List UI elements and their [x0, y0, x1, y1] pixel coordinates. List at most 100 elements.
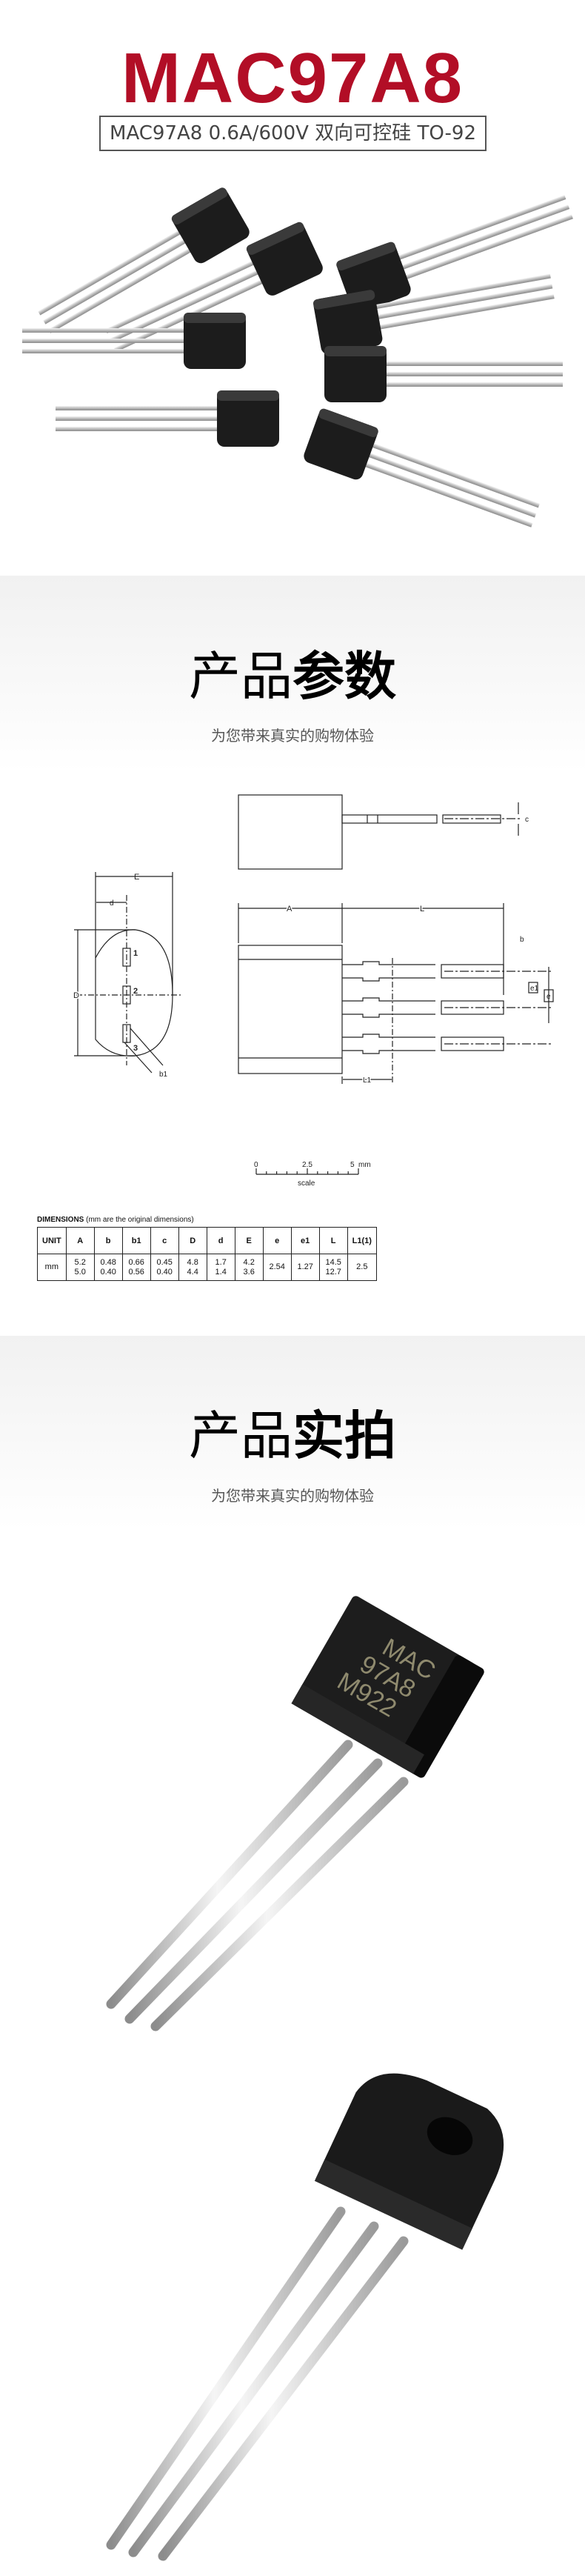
- body: [217, 390, 279, 447]
- side-view-lead: [342, 1034, 435, 1054]
- lead: [38, 215, 207, 316]
- label-b: b: [520, 936, 524, 944]
- photo-section-header: 产品实拍 为您带来真实的购物体验: [0, 1336, 585, 1530]
- caption-bold: DIMENSIONS: [37, 1216, 84, 1224]
- value-cell: 1.27: [290, 1254, 320, 1281]
- lead: [370, 382, 563, 387]
- side-view-body: [238, 945, 343, 1074]
- scale-2-5: 2.5: [302, 1161, 312, 1169]
- column-header: A: [65, 1227, 95, 1254]
- value: 1.4: [215, 1267, 227, 1277]
- column-header: L1(1): [347, 1227, 377, 1254]
- lead: [110, 257, 287, 343]
- lead: [390, 214, 573, 285]
- top-view-lead: [341, 814, 438, 824]
- label-A: A: [287, 905, 292, 913]
- column-header: b1: [121, 1227, 151, 1254]
- side-view-lead: [342, 961, 435, 982]
- label-E: E: [134, 873, 139, 882]
- value: 0.66: [128, 1257, 144, 1267]
- transistor-photo-1: MAC 97A8 M922: [106, 1596, 484, 2031]
- lead: [56, 406, 248, 410]
- title-light: 产品: [189, 646, 292, 707]
- pin-2-label: 2: [133, 987, 138, 996]
- column-header: e1: [290, 1227, 320, 1254]
- body: [184, 313, 246, 369]
- lead: [56, 416, 248, 421]
- value: 12.7: [325, 1267, 341, 1277]
- value: 0.40: [156, 1267, 173, 1277]
- column-header: UNIT: [37, 1227, 67, 1254]
- lead: [350, 457, 533, 527]
- package-drawing: c E d D 1 2 3 b1 A L L1 b e1 e 0 2.5 5 m…: [73, 794, 554, 1188]
- params-subtitle: 为您带来真实的购物体验: [211, 727, 374, 745]
- side-view-lead: [342, 997, 435, 1018]
- label-d: d: [110, 899, 114, 908]
- lead: [364, 294, 555, 333]
- lead: [370, 372, 563, 376]
- lead: [360, 273, 551, 312]
- params-section-header: 产品参数 为您带来真实的购物体验: [0, 576, 585, 773]
- unit-cell: mm: [37, 1254, 67, 1281]
- product-title: MAC97A8: [121, 39, 464, 118]
- value-cell: 2.5: [347, 1254, 377, 1281]
- lead: [48, 233, 218, 333]
- title-bold: 实拍: [292, 1405, 396, 1466]
- lead: [353, 447, 537, 518]
- lead: [22, 339, 215, 343]
- lead: [357, 437, 540, 508]
- top-view-body: [238, 794, 343, 870]
- column-header: e: [262, 1227, 292, 1254]
- value: 4.8: [187, 1257, 198, 1267]
- params-title: 产品参数: [0, 648, 585, 705]
- caption-text: (mm are the original dimensions): [86, 1216, 194, 1224]
- value: 0.40: [100, 1267, 116, 1277]
- label-c: c: [525, 816, 529, 824]
- transistor: [304, 408, 540, 527]
- value: 1.27: [297, 1262, 313, 1271]
- transistor: [22, 313, 246, 369]
- lead: [370, 362, 563, 366]
- column-header: d: [206, 1227, 235, 1254]
- transistor: [38, 187, 250, 333]
- scale-0: 0: [254, 1161, 258, 1169]
- lead: [383, 195, 566, 265]
- transistor-photo-2: [106, 2073, 504, 2561]
- value: 3.6: [243, 1267, 255, 1277]
- value: 0.48: [100, 1257, 116, 1267]
- lead: [22, 349, 215, 353]
- pin-1-label: 1: [133, 949, 138, 958]
- transistor: [312, 273, 555, 355]
- product-subtitle: MAC97A8 0.6A/600V 双向可控硅 TO-92: [99, 116, 487, 151]
- photo-subtitle: 为您带来真实的购物体验: [211, 1487, 374, 1505]
- transistor: [324, 346, 563, 402]
- column-header: L: [318, 1227, 348, 1254]
- label-D: D: [73, 991, 79, 1000]
- value: 0.45: [156, 1257, 173, 1267]
- pin-3-label: 3: [133, 1044, 138, 1053]
- lead: [362, 284, 553, 322]
- value: 4.2: [243, 1257, 255, 1267]
- value: 14.5: [325, 1257, 341, 1267]
- value: 0.56: [128, 1267, 144, 1277]
- body: [324, 346, 387, 402]
- value: 5.2: [74, 1257, 86, 1267]
- product-photo-cluster: [22, 187, 573, 527]
- scale-unit: mm: [358, 1161, 371, 1169]
- title-light: 产品: [189, 1405, 292, 1466]
- label-L: L: [420, 905, 424, 913]
- column-header: b: [93, 1227, 123, 1254]
- transistor: [336, 195, 573, 313]
- column-header: c: [150, 1227, 179, 1254]
- lead: [56, 427, 248, 431]
- lead: [105, 247, 282, 333]
